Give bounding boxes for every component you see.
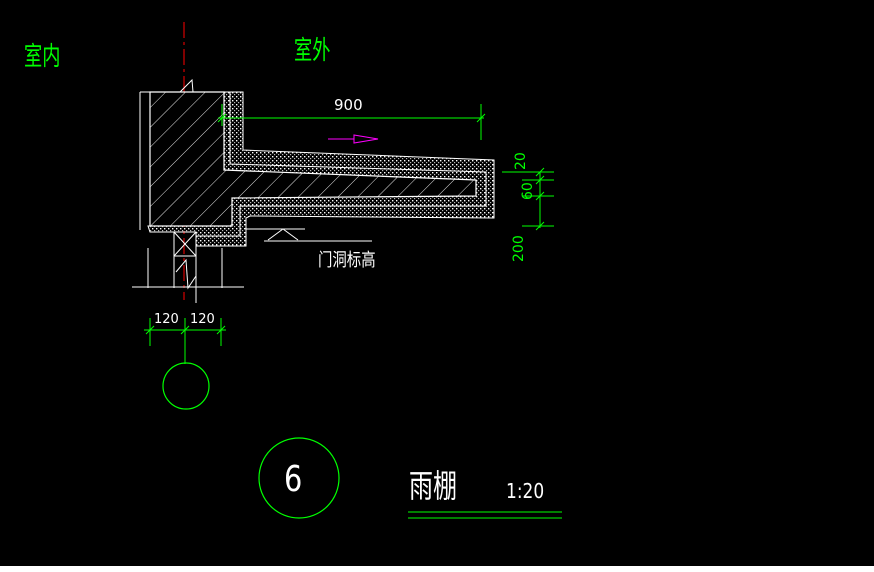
- slope-arrow: [328, 134, 379, 144]
- indoor-label: 室内: [24, 42, 61, 72]
- door-elevation-label: 门洞标高: [318, 250, 376, 271]
- dimension-200-label: 200: [511, 235, 527, 262]
- break-symbol-bottom: [175, 258, 197, 303]
- elevation-marker: [246, 228, 372, 242]
- dimension-20-label: 20: [513, 152, 529, 170]
- dimension-right: [502, 167, 554, 231]
- dimension-120-left-label: 120: [154, 312, 179, 327]
- dimension-120-right-label: 120: [190, 312, 215, 327]
- door-frame: [173, 231, 197, 257]
- status-bar-edge: [0, 566, 874, 572]
- plaster-layer: [147, 91, 495, 247]
- title-underline: [408, 511, 562, 519]
- outdoor-label: 室外: [294, 36, 331, 66]
- dimension-bottom: [144, 318, 226, 364]
- detail-number: 6: [284, 459, 303, 500]
- dimension-60-label: 60: [520, 182, 536, 200]
- plaster-inner-outline: [196, 92, 487, 237]
- detail-title: 雨棚: [409, 467, 458, 505]
- scale-label: 1:20: [506, 479, 545, 503]
- concrete-hatch: [150, 92, 476, 226]
- axis-bubble: [162, 362, 210, 410]
- dimension-900: [217, 104, 486, 140]
- detail-number-circle: [258, 437, 340, 519]
- dimension-900-label: 900: [334, 96, 363, 114]
